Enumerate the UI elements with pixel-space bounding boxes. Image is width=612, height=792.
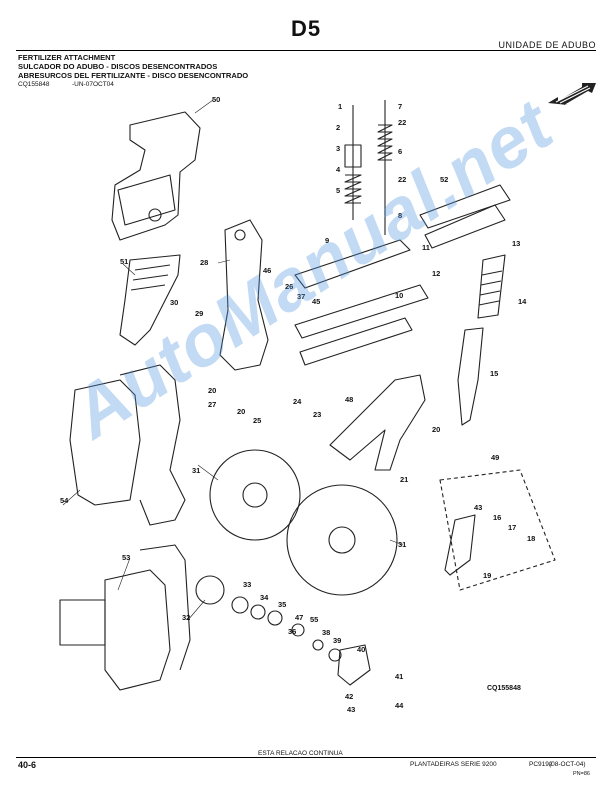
callout: 22 <box>398 175 406 184</box>
callout: 32 <box>182 613 190 622</box>
plate-51 <box>119 254 181 346</box>
callout: 52 <box>440 175 448 184</box>
title-spanish: ABRESURCOS DEL FERTILIZANTE - DISCO DESE… <box>18 71 249 80</box>
boot-15 <box>457 327 484 426</box>
callout: 39 <box>333 636 341 645</box>
callout: 8 <box>398 211 402 220</box>
callout: 12 <box>432 269 440 278</box>
footer-rule <box>16 757 596 758</box>
callout: 23 <box>313 410 321 419</box>
continued-note: ESTA RELACAO CONTINUA <box>258 750 343 757</box>
callout: 40 <box>357 645 365 654</box>
callout: 18 <box>527 534 535 543</box>
book-code: PC9192 <box>529 761 553 768</box>
callout: 26 <box>285 282 293 291</box>
callout: 3 <box>336 144 340 153</box>
callout: 47 <box>295 613 303 622</box>
callout: 10 <box>395 291 403 300</box>
callout: 17 <box>508 523 516 532</box>
callout: 6 <box>398 147 402 156</box>
bracket-50 <box>111 111 201 241</box>
callout: 35 <box>278 600 286 609</box>
page-number: 40-6 <box>18 760 37 770</box>
callout: 44 <box>395 701 404 710</box>
callout: 41 <box>395 672 403 681</box>
link-52 <box>419 184 511 229</box>
callout: 11 <box>422 243 430 252</box>
callout: 31 <box>192 466 200 475</box>
callout: 45 <box>312 297 320 306</box>
arm-28 <box>219 219 269 371</box>
callout: 53 <box>122 553 130 562</box>
direction-arrow-icon <box>548 83 596 105</box>
callout: 4 <box>336 165 341 174</box>
link-9 <box>294 239 411 289</box>
callout: 7 <box>398 102 402 111</box>
callout: 31 <box>398 540 406 549</box>
callout: 30 <box>170 298 178 307</box>
callout: 46 <box>263 266 271 275</box>
scraper-box-49 <box>439 469 556 591</box>
callout-labels: 50 1 2 3 4 5 7 22 6 22 8 52 9 11 12 13 5… <box>60 95 535 714</box>
callout: 1 <box>338 102 342 111</box>
bracket-54 <box>69 379 141 506</box>
callout: 37 <box>297 292 305 301</box>
callout: 28 <box>200 258 208 267</box>
callout: 38 <box>322 628 330 637</box>
figure-date: -UN-07OCT04 <box>72 81 114 88</box>
callout: 55 <box>310 615 318 624</box>
callout: 19 <box>483 571 491 580</box>
link-10 <box>294 284 429 339</box>
callout: 51 <box>120 257 128 266</box>
figure-reference: CQ155848 <box>18 81 50 88</box>
callout: 22 <box>398 118 406 127</box>
disc-31-right <box>286 484 398 596</box>
callout: 16 <box>493 513 501 522</box>
callout: 13 <box>512 239 520 248</box>
callout: 2 <box>336 123 340 132</box>
book-title: PLANTADEIRAS SERIE 9200 <box>410 761 497 768</box>
callout: 54 <box>60 496 69 505</box>
title-english: FERTILIZER ATTACHMENT <box>18 53 116 62</box>
section-code: D5 <box>290 16 322 41</box>
callout: 43 <box>474 503 482 512</box>
callout: 5 <box>336 186 340 195</box>
page-pn: PN=86 <box>573 771 590 777</box>
figure-id: CQ155848 <box>487 685 521 692</box>
callout: 43 <box>347 705 355 714</box>
callout: 27 <box>208 400 216 409</box>
callout: 20 <box>237 407 245 416</box>
callout: 14 <box>518 297 527 306</box>
title-portuguese: SULCADOR DO ADUBO - DISCOS DESENCONTRADO… <box>18 62 218 71</box>
tube-13 <box>477 254 506 319</box>
callout: 15 <box>490 369 498 378</box>
callout: 25 <box>253 416 261 425</box>
callout: 48 <box>345 395 353 404</box>
callout: 49 <box>491 453 499 462</box>
callout: 29 <box>195 309 203 318</box>
callout: 33 <box>243 580 251 589</box>
disc-31-left <box>209 449 301 541</box>
callout: 34 <box>260 593 269 602</box>
callout: 42 <box>345 692 353 701</box>
scraper-19 <box>444 514 476 576</box>
arm-48 <box>329 374 426 471</box>
callout: 9 <box>325 236 329 245</box>
header-rule <box>16 50 596 51</box>
callout: 50 <box>212 95 220 104</box>
spindle-40 <box>337 644 371 686</box>
callout: 24 <box>293 397 302 406</box>
footer-date: (08-OCT-04) <box>549 761 586 768</box>
callout: 20 <box>432 425 440 434</box>
hub-32 <box>195 575 225 605</box>
section-title: UNIDADE DE ADUBO <box>498 40 596 50</box>
bracket-53 <box>104 569 171 691</box>
callout: 21 <box>400 475 408 484</box>
callout: 36 <box>288 627 296 636</box>
callout: 20 <box>208 386 216 395</box>
